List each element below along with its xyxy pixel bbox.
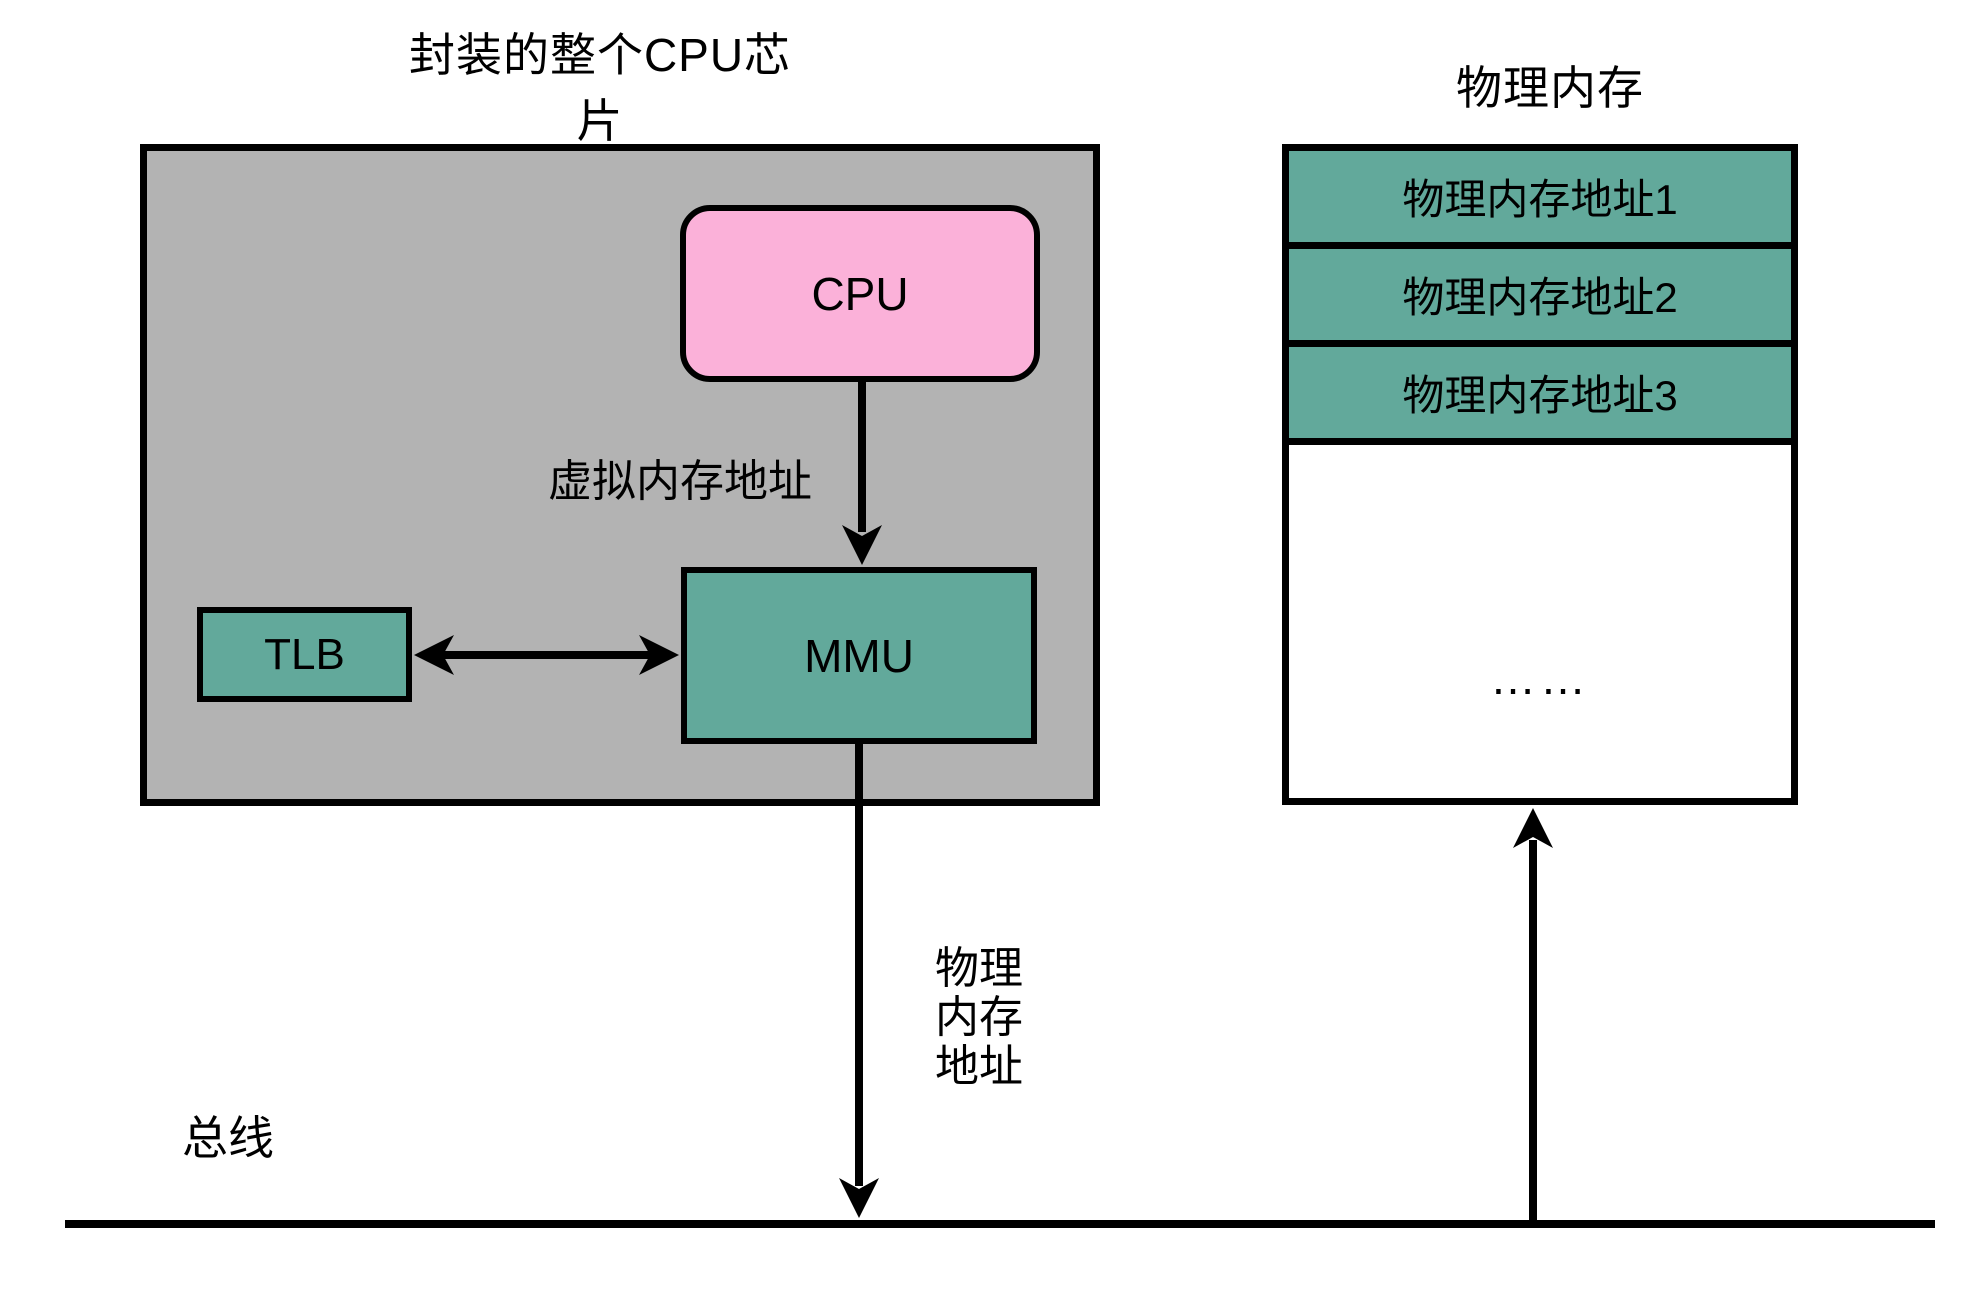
arrow-mmu-to-bus xyxy=(839,744,879,1218)
tlb-box: TLB xyxy=(197,607,412,702)
arrow-cpu-to-mmu xyxy=(842,382,882,565)
tlb-box-label: TLB xyxy=(264,629,345,679)
virtual-address-label: 虚拟内存地址 xyxy=(548,457,812,506)
cpu-box: CPU xyxy=(680,205,1040,382)
memory-row-3: 物理内存地址3 xyxy=(1289,347,1791,445)
memory-row-2: 物理内存地址2 xyxy=(1289,249,1791,347)
memory-ellipsis: …… xyxy=(1490,652,1590,704)
arrow-bus-to-memory xyxy=(1513,808,1553,1224)
mmu-box: MMU xyxy=(681,567,1037,744)
arrow-tlb-mmu xyxy=(414,635,679,675)
cpu-box-label: CPU xyxy=(811,267,909,320)
physical-address-line-3: 地址 xyxy=(935,1042,1023,1091)
memory-row-2-label: 物理内存地址2 xyxy=(1402,274,1678,321)
physical-address-label: 物理 内存 地址 xyxy=(935,944,1023,1091)
bus-label: 总线 xyxy=(182,1112,274,1164)
memory-row-1-label: 物理内存地址1 xyxy=(1402,176,1678,223)
memory-title: 物理内存 xyxy=(1456,62,1644,114)
physical-address-line-1: 物理 xyxy=(935,944,1023,993)
memory-row-3-label: 物理内存地址3 xyxy=(1402,372,1678,419)
mmu-box-label: MMU xyxy=(804,629,914,682)
physical-address-line-2: 内存 xyxy=(935,993,1023,1042)
memory-row-1: 物理内存地址1 xyxy=(1289,151,1791,249)
physical-memory-box: 物理内存地址1 物理内存地址2 物理内存地址3 …… xyxy=(1282,144,1798,805)
